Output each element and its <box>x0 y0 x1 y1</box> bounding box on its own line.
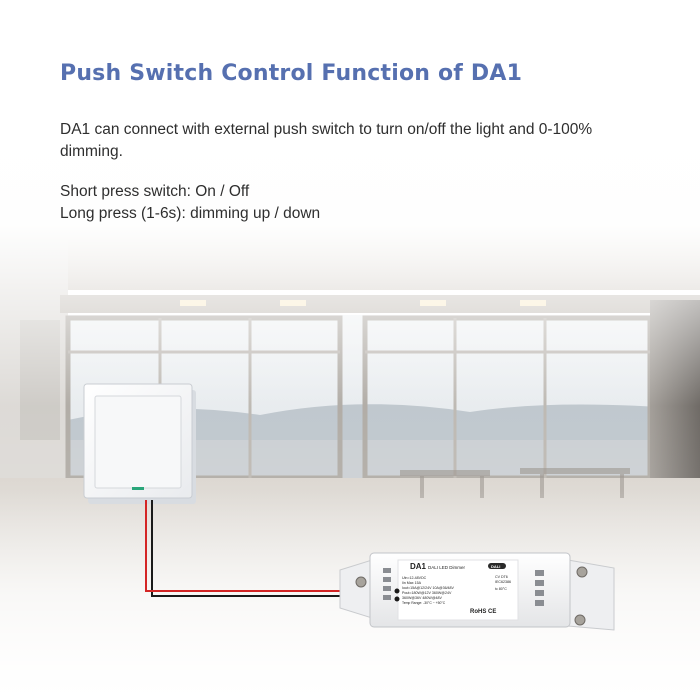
dali-logo-text: DALI <box>491 564 500 569</box>
dimmer-product-name: DALI LED Dimmer <box>428 565 466 570</box>
dimmer-spec-2: Iin Max 15A <box>402 581 422 585</box>
wall-push-switch <box>83 383 196 504</box>
dimmer-spec-4: Pout=180W@12V 360W@24V <box>402 591 452 595</box>
page-heading: Push Switch Control Function of DA1 <box>60 61 523 86</box>
dimmer-model: DA1 <box>410 562 427 571</box>
dimmer-spec-3: Iout=15A@12/24V 10A@36/48V <box>402 586 455 590</box>
switch-wires <box>145 500 392 597</box>
description-text: DA1 can connect with external push switc… <box>60 121 593 160</box>
dimmer-right-spec-3: tc 80°C <box>495 587 507 591</box>
long-press-text: Long press (1-6s): dimming up / down <box>60 205 321 222</box>
short-press-text: Short press switch: On / Off <box>60 183 250 200</box>
dali-dimmer <box>339 552 615 631</box>
dimmer-label: DA1 DALI LED Dimmer DALI Uin=12-48VDC Ii… <box>402 562 511 615</box>
dimmer-right-spec-1: CV DT6 <box>495 575 508 579</box>
dimmer-right-spec-2: IEC62386 <box>495 580 511 584</box>
dimmer-spec-6: Temp Range: -30°C ~ +50°C <box>402 601 446 605</box>
dali-logo <box>488 563 506 569</box>
dimmer-spec-5: 360W@36V 480W@48V <box>402 596 442 600</box>
dimmer-spec-1: Uin=12-48VDC <box>402 576 427 580</box>
dimmer-cert-marks: RoHS CE <box>470 609 496 615</box>
